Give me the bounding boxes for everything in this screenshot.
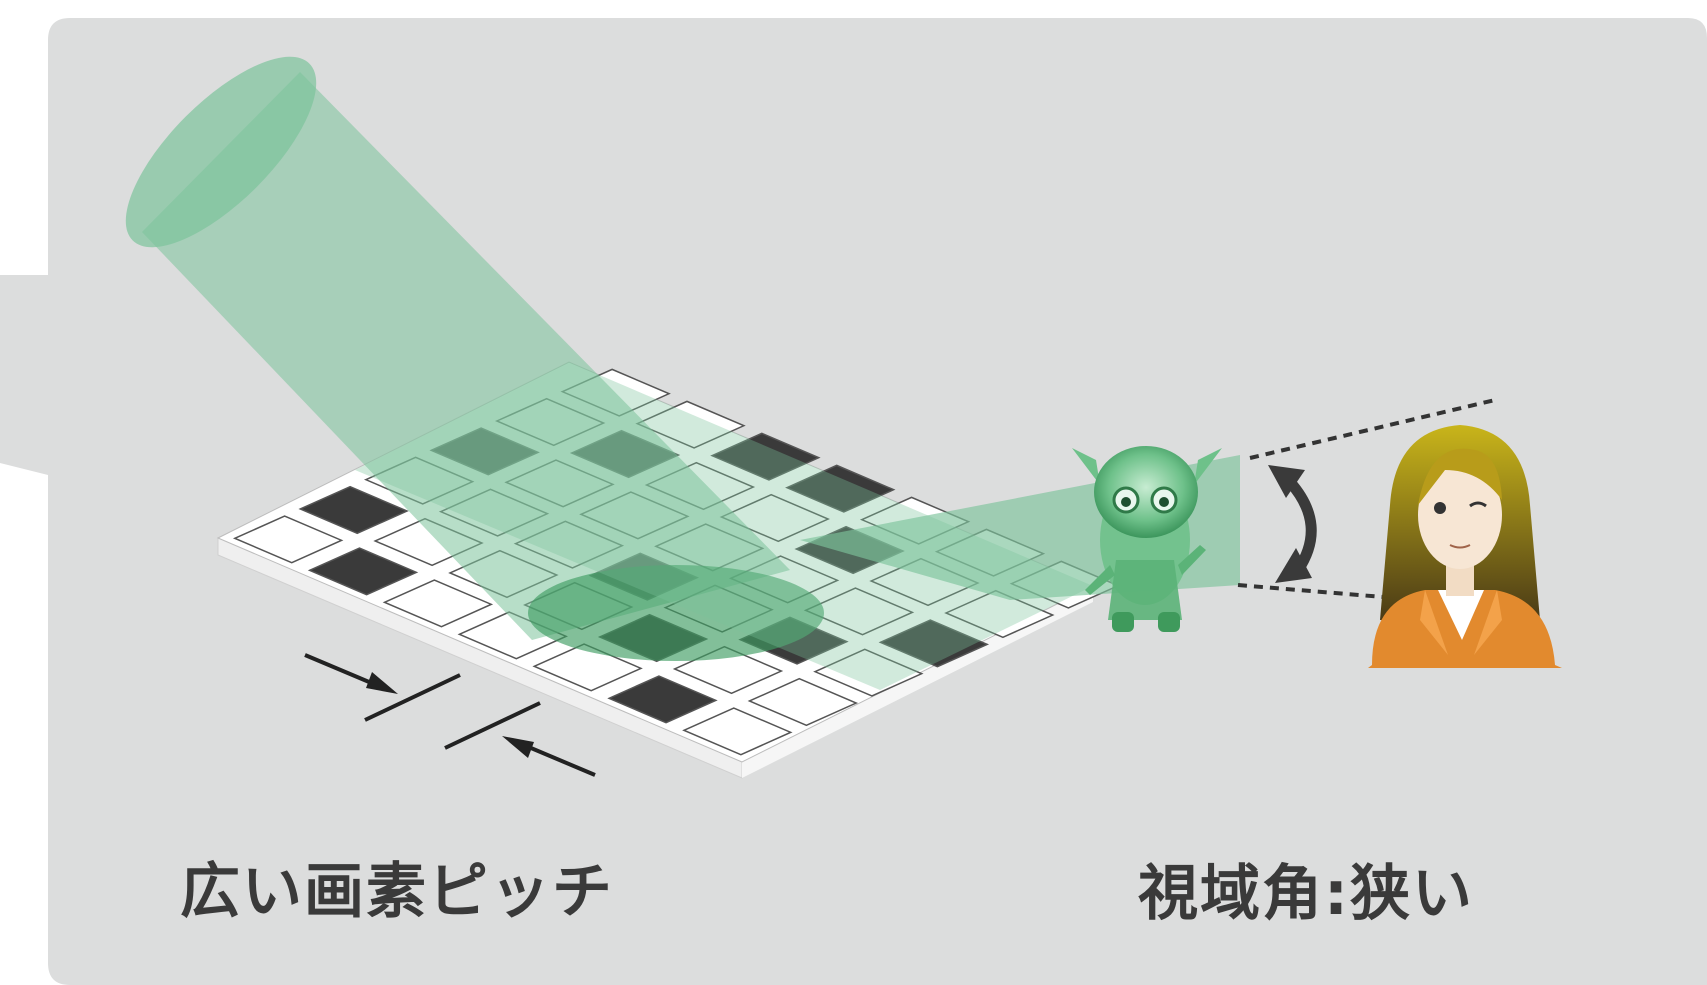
pixel-cell-dark bbox=[298, 485, 409, 535]
board-green-overlay bbox=[355, 362, 1093, 690]
viewing-angle-lines bbox=[1237, 398, 1496, 600]
pixel-cell-dark bbox=[710, 432, 821, 481]
viewing-angle-label: 視域角:狭い bbox=[1138, 859, 1474, 929]
pixel-cell-light bbox=[382, 579, 494, 628]
pixel-cell-light bbox=[803, 587, 915, 636]
light-beam bbox=[125, 56, 824, 661]
pixel-cell-light bbox=[944, 589, 1055, 639]
pixel-cell-dark bbox=[878, 619, 990, 668]
beam-spot bbox=[528, 565, 824, 661]
pixel-cell-light bbox=[682, 707, 793, 756]
green-hologram-character-icon bbox=[1072, 446, 1222, 632]
inward-arrows-icon bbox=[304, 653, 596, 777]
pixel-cell-light bbox=[232, 515, 344, 564]
curved-double-arrow-icon bbox=[1268, 465, 1317, 583]
pixel-cell-dark bbox=[607, 675, 718, 724]
pixel-cell-dark bbox=[785, 464, 896, 513]
beam-body bbox=[142, 72, 790, 640]
pixel-cell-light bbox=[747, 677, 859, 727]
pixel-cell-light bbox=[532, 643, 643, 692]
pixel-cell-light bbox=[813, 648, 924, 697]
pixel-cell-light bbox=[719, 493, 830, 543]
pixel-cell-light bbox=[635, 400, 746, 449]
pixel-cell-dark bbox=[307, 547, 419, 596]
beam-source-ellipse bbox=[125, 56, 317, 248]
woman-viewer-icon bbox=[1368, 425, 1562, 668]
pixel-pitch-label: 広い画素ピッチ bbox=[180, 857, 614, 927]
